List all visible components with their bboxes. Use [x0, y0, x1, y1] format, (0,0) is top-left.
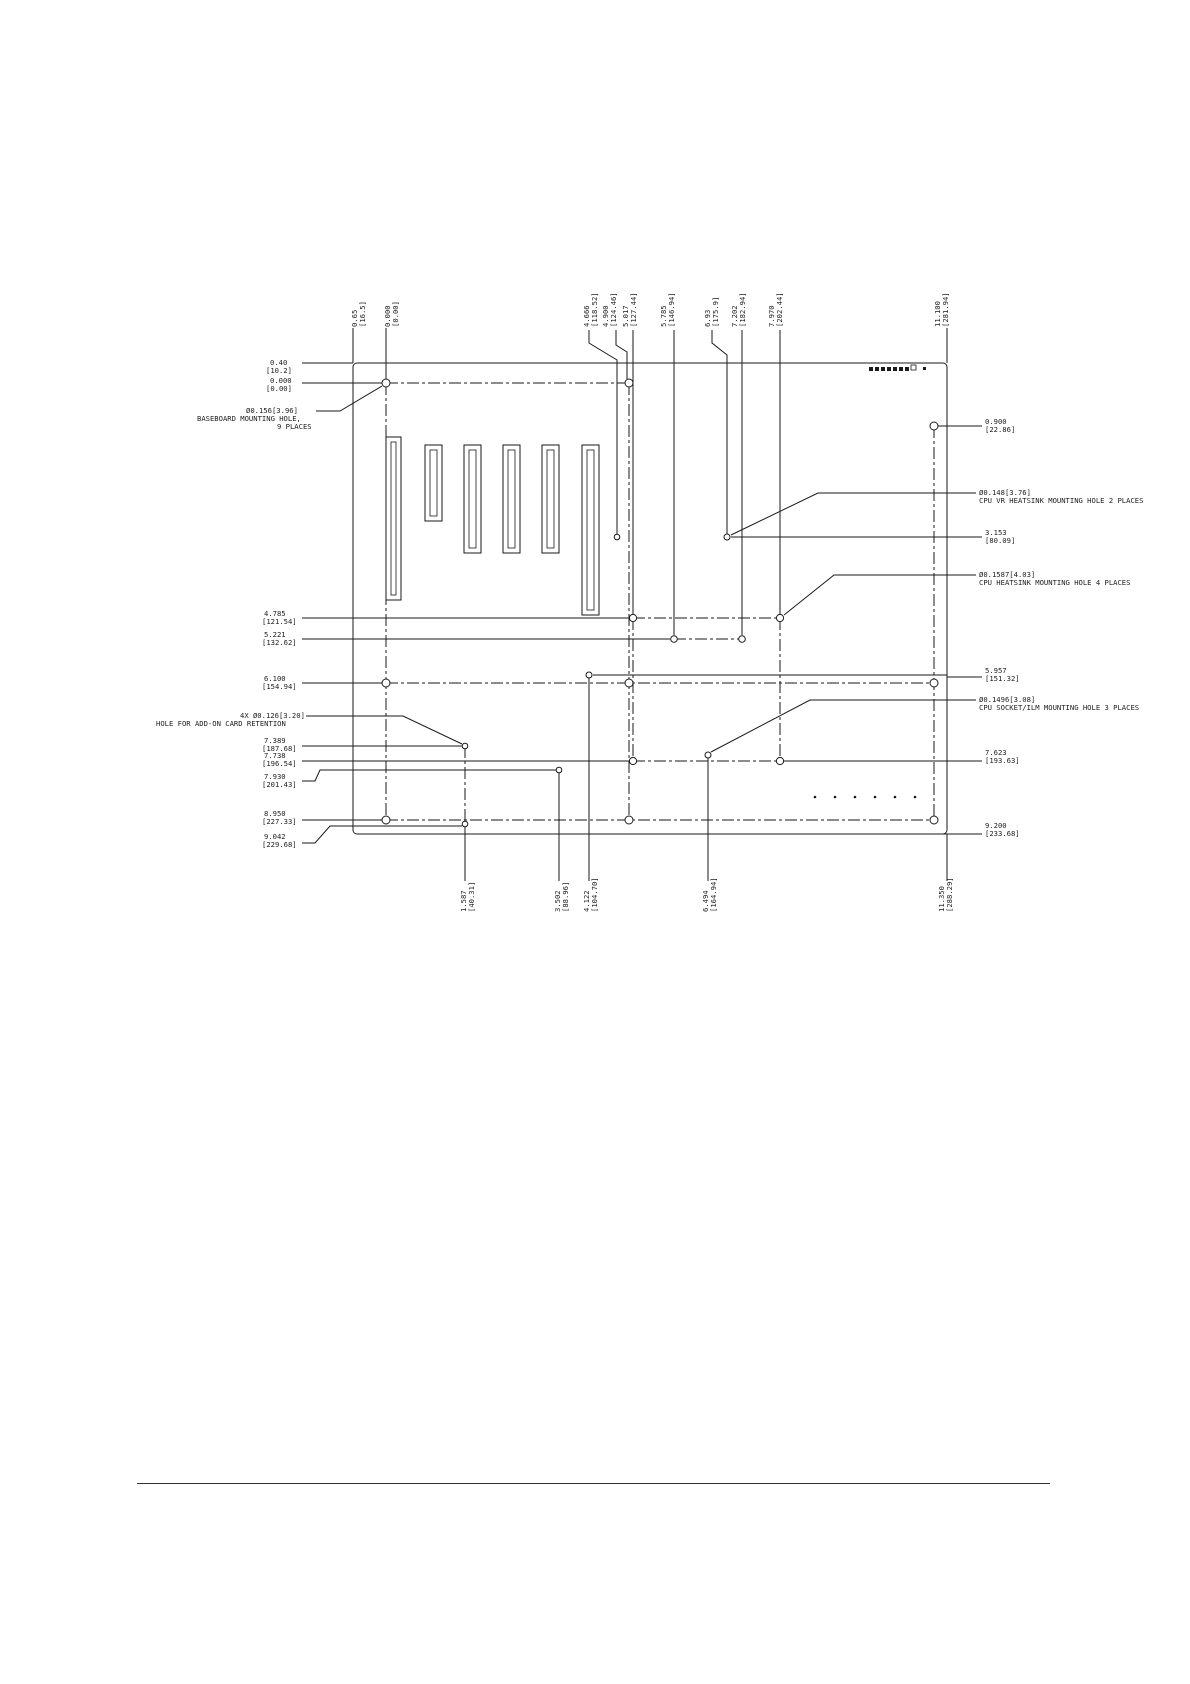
callout-addon-spec: 4X Ø0.126[3.20]	[240, 711, 305, 720]
riser-slot-3	[463, 444, 482, 554]
callout-cpu-vr-spec: Ø0.148[3.76]	[979, 488, 1031, 497]
cpu-vr-heatsink-holes	[670, 635, 746, 643]
dim-top-7-value: 7.202	[730, 305, 739, 327]
dim-top-1-mm: [0.00]	[391, 301, 400, 327]
dim-left-4-mm: [154.94]	[262, 682, 297, 691]
dim-top-5-mm: [146.94]	[667, 292, 676, 327]
dim-top-6-mm: [175.9]	[711, 297, 720, 327]
riser-slot-6	[581, 444, 600, 616]
dim-top-1-value: 0.000	[383, 305, 392, 327]
dim-left-7-value: 7.930	[264, 772, 286, 781]
dim-top-4-value: 5.017	[621, 305, 630, 327]
riser-slot-5	[541, 444, 560, 554]
cpu-socket-holes	[585, 533, 731, 759]
dim-right-1-mm: [80.09]	[985, 536, 1015, 545]
dim-top-7-mm: [182.94]	[738, 292, 747, 327]
dim-top-8-value: 7.970	[767, 305, 776, 327]
dim-left-5-mm: [187.68]	[262, 744, 297, 753]
bottom-dimension-labels: 1.587 [40.31] 3.502 [88.96] 4.122 [104.7…	[459, 877, 954, 912]
callout-baseboard-spec: Ø0.156[3.96]	[246, 406, 298, 415]
dim-left-2-mm: [121.54]	[262, 617, 297, 626]
cpu-heatsink-holes	[628, 613, 785, 766]
dim-bottom-3-mm: [164.94]	[709, 877, 718, 912]
callout-cpu-socket-desc: CPU SOCKET/ILM MOUNTING HOLE 3 PLACES	[979, 703, 1139, 712]
dim-left-4-value: 6.100	[264, 674, 286, 683]
dimension-lines	[302, 328, 982, 881]
dim-left-3-value: 5.221	[264, 630, 286, 639]
right-dimension-labels: 0.900 [22.86] 3.153 [80.09] 5.957 [151.3…	[985, 417, 1020, 838]
dim-top-6-value: 6.93	[703, 310, 712, 327]
dim-left-7-mm: [201.43]	[262, 780, 297, 789]
connector-pads	[813, 364, 926, 799]
dim-bottom-0-mm: [40.31]	[467, 882, 476, 912]
dim-left-2-value: 4.785	[264, 609, 286, 618]
dim-left-5-value: 7.389	[264, 736, 286, 745]
callout-cpu-heatsink-desc: CPU HEATSINK MOUNTING HOLE 4 PLACES	[979, 578, 1130, 587]
dim-right-0-value: 0.900	[985, 417, 1007, 426]
dim-left-0-mm: [10.2]	[266, 366, 292, 375]
riser-slot-2	[424, 444, 443, 522]
dim-left-1-value: 0.000	[270, 376, 292, 385]
dim-bottom-2-mm: [104.70]	[590, 877, 599, 912]
dim-top-5-value: 5.785	[659, 305, 668, 327]
callout-baseboard-line1: BASEBOARD MOUNTING HOLE,	[197, 414, 301, 423]
riser-slot-1	[385, 436, 402, 601]
dim-top-2-value: 4.666	[582, 305, 591, 327]
dim-right-0-mm: [22.86]	[985, 425, 1015, 434]
dim-top-0-value: 0.65	[350, 310, 359, 327]
dim-bottom-0-value: 1.587	[459, 890, 468, 912]
dim-left-9-mm: [229.68]	[262, 840, 297, 849]
dim-bottom-1-mm: [88.96]	[561, 882, 570, 912]
dim-top-2-mm: [118.52]	[590, 292, 599, 327]
riser-slots	[385, 436, 600, 616]
dim-right-4-mm: [233.68]	[985, 829, 1020, 838]
dim-left-8-value: 8.950	[264, 809, 286, 818]
baseboard-mounting-holes	[381, 378, 939, 825]
dim-left-6-mm: [196.54]	[262, 759, 297, 768]
dim-left-8-mm: [227.33]	[262, 817, 297, 826]
dim-right-2-mm: [151.32]	[985, 674, 1020, 683]
dim-right-2-value: 5.957	[985, 666, 1007, 675]
callout-addon-desc: HOLE FOR ADD-ON CARD RETENTION	[156, 719, 286, 728]
dim-right-3-value: 7.623	[985, 748, 1007, 757]
dim-top-9-mm: [281.94]	[941, 292, 950, 327]
dim-top-0-mm: [16.5]	[358, 301, 367, 327]
dim-bottom-3-value: 6.494	[701, 890, 710, 912]
dim-top-9-value: 11.100	[933, 301, 942, 327]
callout-cpu-heatsink-spec: Ø0.1587[4.03]	[979, 570, 1035, 579]
dim-top-3-mm: [124.46]	[609, 292, 618, 327]
callout-baseboard-line2: 9 PLACES	[277, 422, 312, 431]
dim-right-3-mm: [193.63]	[985, 756, 1020, 765]
callout-cpu-socket-spec: Ø0.1496[3.08]	[979, 695, 1035, 704]
top-dimension-labels: 0.65 [16.5] 0.000 [0.00] 4.666 [118.52] …	[350, 292, 950, 327]
dim-right-1-value: 3.153	[985, 528, 1007, 537]
dim-left-9-value: 9.042	[264, 832, 286, 841]
dim-bottom-2-value: 4.122	[582, 890, 591, 912]
left-dimension-labels: 0.40 [10.2] 0.000 [0.00] 4.785 [121.54] …	[262, 358, 297, 849]
dim-top-4-mm: [127.44]	[629, 292, 638, 327]
footer-rule	[137, 1483, 1050, 1484]
dim-left-3-mm: [132.62]	[262, 638, 297, 647]
dim-bottom-4-mm: [288.29]	[945, 877, 954, 912]
board-outline	[352, 362, 948, 835]
callout-cpu-vr-desc: CPU VR HEATSINK MOUNTING HOLE 2 PLACES	[979, 496, 1143, 505]
dim-top-8-mm: [202.44]	[775, 292, 784, 327]
dim-left-0-value: 0.40	[270, 358, 287, 367]
riser-slot-4	[502, 444, 521, 554]
callout-labels: Ø0.156[3.96] BASEBOARD MOUNTING HOLE, 9 …	[156, 406, 1143, 728]
dim-top-3-value: 4.900	[601, 305, 610, 327]
dim-left-1-mm: [0.00]	[266, 384, 292, 393]
dim-bottom-4-value: 11.350	[937, 886, 946, 912]
dim-right-4-value: 9.200	[985, 821, 1007, 830]
dim-left-6-value: 7.738	[264, 751, 286, 760]
dim-bottom-1-value: 3.502	[553, 890, 562, 912]
addon-card-holes	[461, 533, 621, 828]
